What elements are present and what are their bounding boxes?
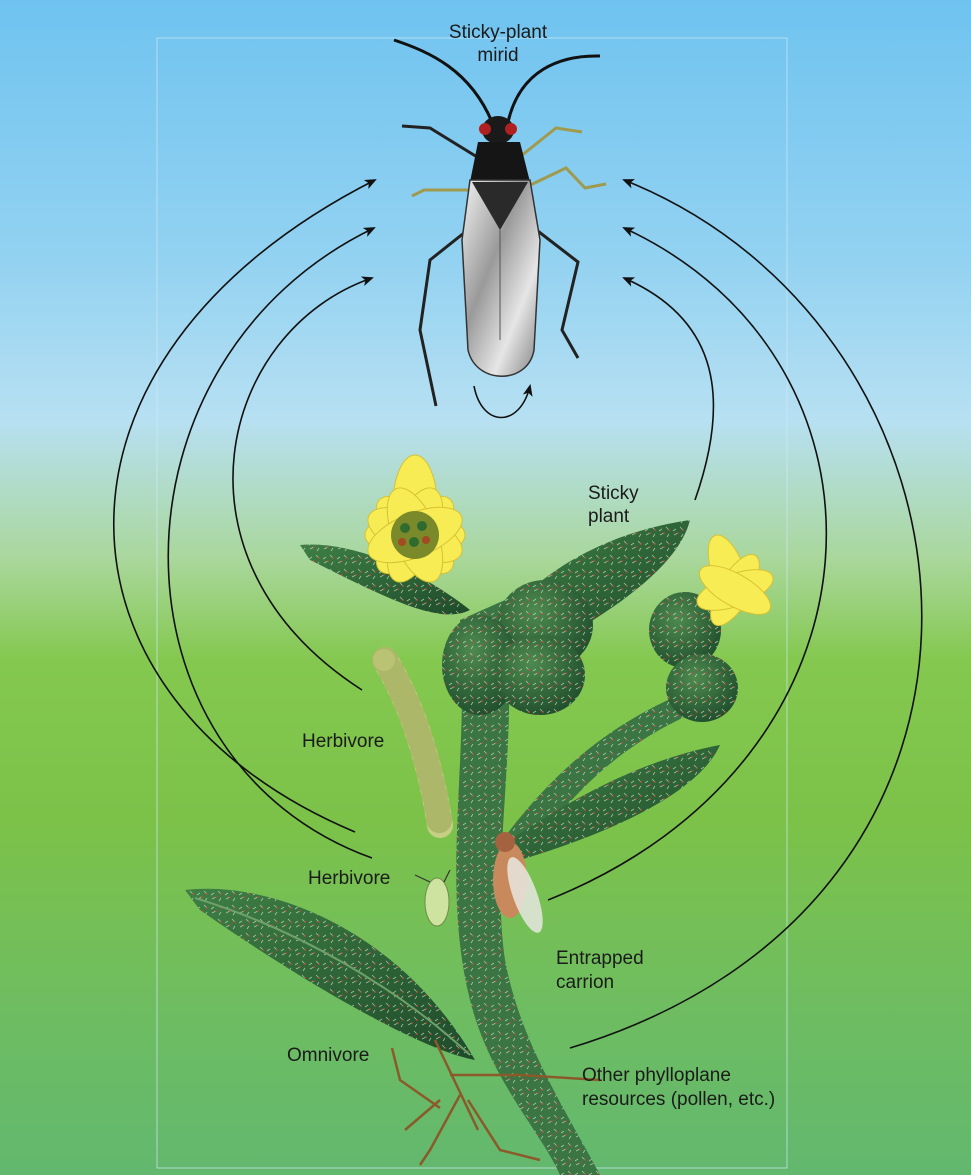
label-carrion-line1: Entrapped (556, 948, 644, 969)
arrow-phylloplane-to-mirid (570, 180, 922, 1048)
arrow-plant-to-mirid (624, 278, 713, 500)
mirid-bug-illustration (394, 40, 606, 406)
label-carrion-line2: carrion (556, 972, 614, 993)
label-mirid-line2: mirid (477, 45, 518, 66)
label-mirid-line1: Sticky-plant (449, 22, 548, 43)
self-loop-arrow (474, 386, 530, 418)
label-plant-line1: Sticky (588, 483, 639, 504)
arrow-caterpillar-herbivore-to-mirid (233, 278, 372, 690)
label-herbivore-caterpillar: Herbivore (302, 731, 384, 752)
arrow-aphid-herbivore-to-mirid (168, 228, 374, 858)
arrows-left (114, 180, 375, 858)
label-plant-line2: plant (588, 506, 630, 527)
aphid-illustration (415, 870, 450, 926)
label-omnivore: Omnivore (287, 1045, 369, 1066)
label-phylloplane-line2: resources (pollen, etc.) (582, 1089, 775, 1110)
label-phylloplane-line1: Other phylloplane (582, 1065, 731, 1086)
label-herbivore-aphid: Herbivore (308, 868, 390, 889)
